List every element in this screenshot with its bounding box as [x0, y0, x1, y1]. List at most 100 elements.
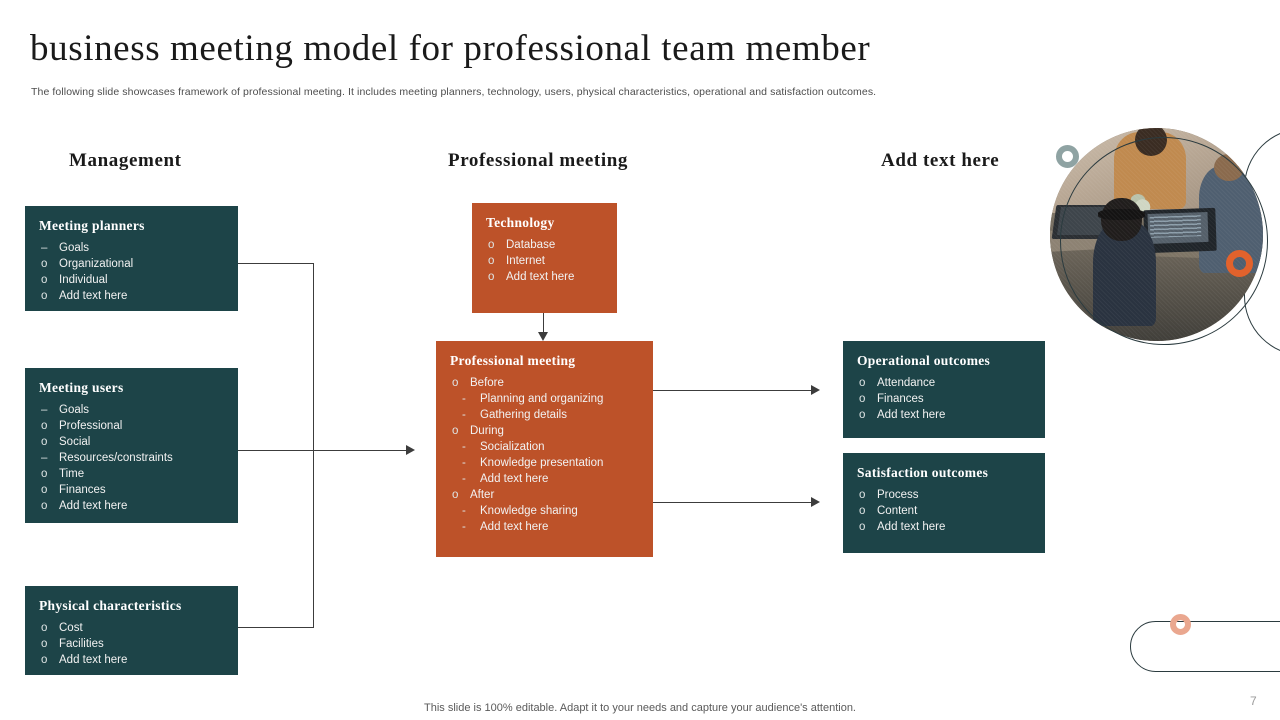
- bullet-text: Organizational: [59, 258, 134, 270]
- bullet-marker-icon: o: [41, 654, 48, 666]
- bullet-marker-icon: o: [41, 484, 48, 496]
- bullet-text: Database: [506, 239, 556, 251]
- bullet-marker-icon: -: [462, 505, 466, 517]
- bullet-text: Socialization: [480, 441, 545, 453]
- bullet-text: Add text here: [480, 521, 549, 533]
- bullet-item: –Goals: [39, 402, 224, 418]
- bullet-marker-icon: o: [452, 425, 459, 437]
- bullet-marker-icon: o: [488, 271, 495, 283]
- bullet-marker-icon: -: [462, 457, 466, 469]
- bullet-marker-icon: o: [41, 258, 48, 270]
- decorative-ring-gray-icon: [1056, 145, 1079, 168]
- bullet-text: Finances: [59, 484, 106, 496]
- bullet-text: Attendance: [877, 377, 936, 389]
- bullet-item: - Knowledge sharing: [450, 503, 639, 519]
- bullet-marker-icon: o: [859, 489, 866, 501]
- bullet-text: Add text here: [877, 409, 946, 421]
- bullet-marker-icon: o: [488, 255, 495, 267]
- bullet-text: During: [470, 425, 504, 437]
- bullet-text: Add text here: [506, 271, 575, 283]
- bullet-marker-icon: -: [462, 521, 466, 533]
- bullet-item: –Goals: [39, 240, 224, 256]
- connector-planners-horizontal: [238, 263, 314, 264]
- bullet-text: Add text here: [59, 654, 128, 666]
- bullet-item: o Cost: [39, 620, 224, 636]
- bullet-text: Knowledge presentation: [480, 457, 604, 469]
- bullet-marker-icon: –: [41, 452, 48, 464]
- bullet-marker-icon: o: [41, 468, 48, 480]
- bullet-marker-icon: -: [462, 409, 466, 421]
- connector-to-operational-outcomes: [653, 390, 811, 391]
- column-heading-management: Management: [69, 150, 182, 171]
- bullet-marker-icon: o: [859, 377, 866, 389]
- card-title: Operational outcomes: [857, 353, 991, 368]
- card-title: Meeting planners: [39, 218, 145, 233]
- card-title: Technology: [486, 215, 555, 230]
- bullet-text: Add text here: [877, 521, 946, 533]
- bullet-item: - Add text here: [450, 519, 639, 535]
- bullet-item: - Gathering details: [450, 407, 639, 423]
- decorative-pill-outline-bottom: [1130, 621, 1280, 672]
- photo-outline-ring: [1060, 137, 1268, 345]
- page-subtitle: The following slide showcases framework …: [31, 86, 877, 98]
- bullet-marker-icon: o: [452, 489, 459, 501]
- bullet-text: Goals: [59, 404, 90, 416]
- bullet-marker-icon: –: [41, 242, 48, 254]
- bullet-text: Before: [470, 377, 504, 389]
- connector-to-satisfaction-outcomes: [653, 502, 811, 503]
- bullet-marker-icon: -: [462, 473, 466, 485]
- bullet-text: Gathering details: [480, 409, 567, 421]
- bullet-item: o Professional: [39, 418, 224, 434]
- bullet-text: Planning and organizing: [480, 393, 604, 405]
- arrow-technology-down: [538, 332, 548, 341]
- page-number: 7: [1250, 694, 1257, 708]
- bullet-text: Individual: [59, 274, 108, 286]
- bullet-item: o Add text here: [857, 519, 1031, 535]
- bullet-text: Cost: [59, 622, 83, 634]
- bullet-text: Add text here: [59, 500, 128, 512]
- bullet-marker-icon: o: [41, 420, 48, 432]
- column-heading-add-text-here: Add text here: [881, 150, 1000, 171]
- bullet-item: o During: [450, 423, 639, 439]
- bullet-marker-icon: o: [41, 290, 48, 302]
- bullet-marker-icon: –: [41, 404, 48, 416]
- card-title: Satisfaction outcomes: [857, 465, 989, 480]
- bullet-text: Resources/constraints: [59, 452, 173, 464]
- bullet-text: Knowledge sharing: [480, 505, 578, 517]
- bullet-text: Professional: [59, 420, 123, 432]
- arrow-satisfaction-outcomes: [811, 497, 820, 507]
- bullet-item: o Organizational: [39, 256, 224, 272]
- bullet-marker-icon: o: [859, 393, 866, 405]
- arrow-operational-outcomes: [811, 385, 820, 395]
- bullet-item: –Resources/constraints: [39, 450, 224, 466]
- bullet-item: o Add text here: [39, 652, 224, 668]
- arrow-into-professional-meeting: [406, 445, 415, 455]
- card-title: Professional meeting: [450, 353, 576, 368]
- bullet-marker-icon: o: [859, 521, 866, 533]
- bullet-marker-icon: -: [462, 441, 466, 453]
- bullet-item: -Planning and organizing: [450, 391, 639, 407]
- footer-note: This slide is 100% editable. Adapt it to…: [424, 702, 856, 714]
- bullet-marker-icon: o: [41, 622, 48, 634]
- card-title: Meeting users: [39, 380, 124, 395]
- connector-physical-horizontal: [238, 627, 314, 628]
- bullet-marker-icon: o: [488, 239, 495, 251]
- bullet-item: -Add text here: [450, 471, 639, 487]
